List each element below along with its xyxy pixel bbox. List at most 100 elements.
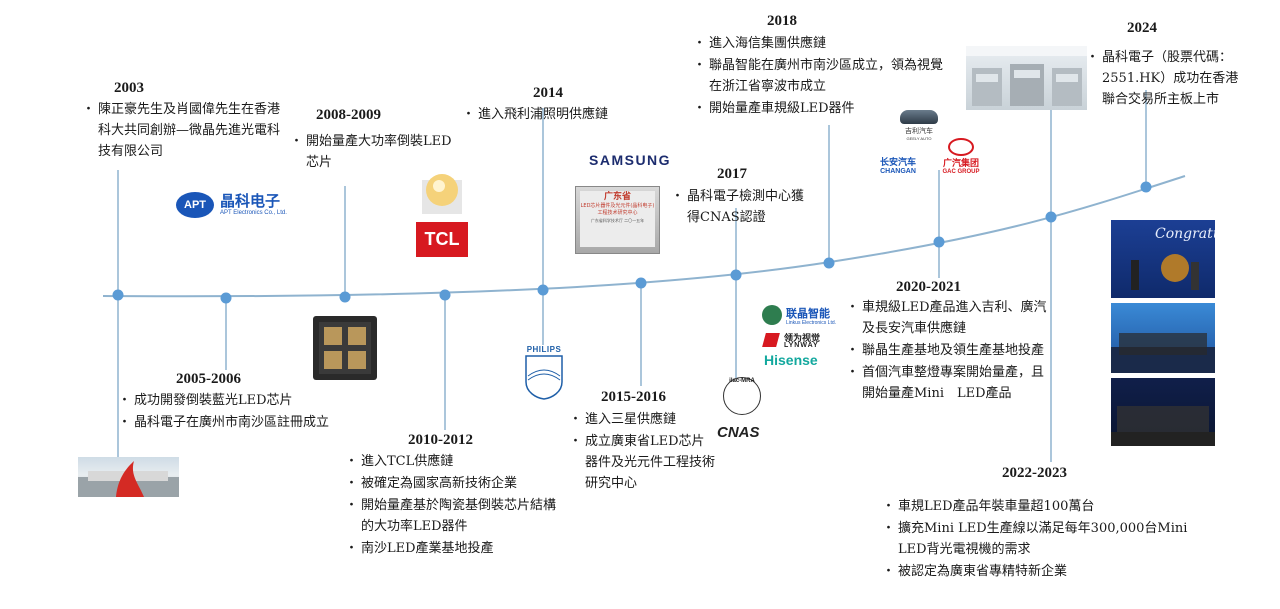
year-2015-2016: 2015-2016	[601, 389, 666, 405]
timeline-node	[439, 289, 451, 301]
event-item: 成功開發倒裝藍光LED芯片	[118, 390, 360, 411]
lianjing-globe-icon	[762, 305, 782, 325]
research-center-plaque: 广东省 LED芯片器件及光元件(晶科电子)工程技术研究中心 广东省科学技术厅 二…	[575, 186, 660, 254]
events-2008-2009: 開始量產大功率倒裝LED芯片	[290, 131, 460, 174]
event-item: 聯晶生產基地及領生產基地投產	[846, 340, 1054, 361]
led-chip-image	[313, 316, 377, 380]
lynway-logo: 领为视觉 LYNWAY	[762, 331, 834, 353]
events-2024: 晶科電子（股票代碼：2551.HK）成功在香港聯合交易所主板上市	[1086, 47, 1250, 111]
year-2018: 2018	[767, 13, 797, 29]
event-item: 進入TCL供應鏈	[345, 451, 565, 472]
timeline-node	[823, 257, 835, 269]
tcl-logo: TCL	[416, 222, 468, 257]
event-item: 開始量產車規級LED器件	[693, 98, 953, 119]
year-2003: 2003	[114, 80, 144, 96]
timeline-node	[635, 277, 647, 289]
events-2017: 晶科電子檢測中心獲得CNAS認證	[671, 186, 813, 229]
lianjing-name: 联晶智能	[786, 307, 830, 320]
event-item: 聯晶智能在廣州市南沙區成立，領為視覺在浙江省寧波市成立	[693, 55, 953, 97]
gac-name-cn: 广汽集团	[942, 159, 979, 169]
year-2024: 2024	[1127, 20, 1157, 36]
year-2017: 2017	[717, 166, 747, 182]
geely-logo: 吉利汽车 GEELY AUTO	[893, 110, 945, 150]
samsung-logo: SAMSUNG	[589, 152, 672, 168]
event-item: 首個汽車整燈專案開始量產，且開始量產Mini LED產品	[846, 362, 1054, 404]
hisense-logo: Hisense	[764, 352, 818, 368]
philips-shield-icon	[525, 355, 563, 400]
plaque-foot: 广东省科学技术厅 二〇一五年	[590, 218, 645, 223]
event-item: 陳正豪先生及肖國偉先生在香港科大共同創辦—微晶先進光電科技有限公司	[82, 99, 284, 162]
plaque-body: LED芯片器件及光元件(晶科电子)工程技术研究中心	[580, 203, 655, 216]
lianjing-logo: 联晶智能 Linkus Electronics Ltd.	[762, 305, 842, 327]
ipo-ceremony-photo-2	[1111, 303, 1215, 373]
event-item: 成立廣東省LED芯片器件及光元件工程技術研究中心	[569, 431, 717, 494]
timeline-node	[112, 289, 124, 301]
gac-name: GAC GROUP	[942, 169, 980, 175]
events-2015-2016: 進入三星供應鏈 成立廣東省LED芯片器件及光元件工程技術研究中心	[569, 409, 717, 495]
lianjing-subtitle: Linkus Electronics Ltd.	[786, 320, 837, 326]
apt-badge-icon: APT	[176, 192, 214, 218]
geely-name-cn: 吉利汽车	[905, 127, 933, 135]
campus-photo	[78, 457, 179, 497]
timeline-node	[537, 284, 549, 296]
event-item: 車規級LED產品進入吉利、廣汽及長安汽車供應鏈	[846, 297, 1054, 339]
events-2022-2023: 車規LED產品年裝車量超100萬台 擴充Mini LED生產線以滿足每年300,…	[882, 496, 1190, 583]
timeline-node	[1140, 181, 1152, 193]
factory-photo	[966, 46, 1087, 110]
timeline-node	[339, 291, 351, 303]
year-2022-2023: 2022-2023	[1002, 465, 1067, 481]
event-item: 被確定為國家高新技術企業	[345, 473, 565, 494]
changan-logo: 长安汽车 CHANGAN	[872, 155, 924, 175]
philips-wordmark: PHILIPS	[526, 345, 562, 354]
apt-logo: APT 晶科电子 APT Electronics Co., Ltd.	[176, 190, 296, 222]
changan-name: CHANGAN	[880, 168, 916, 175]
timeline-node	[933, 236, 945, 248]
events-2014: 進入飛利浦照明供應鏈	[462, 104, 664, 126]
changan-name-cn: 长安汽车	[879, 158, 916, 168]
philips-logo: PHILIPS	[522, 345, 566, 401]
geely-emblem-icon	[900, 110, 938, 124]
year-2020-2021: 2020-2021	[896, 279, 961, 295]
ilac-mra-icon: ilac-MRA	[723, 377, 761, 415]
event-item: 車規LED產品年裝車量超100萬台	[882, 496, 1190, 517]
timeline-node	[1045, 211, 1057, 223]
event-item: 開始量產基於陶瓷基倒裝芯片結構的大功率LED器件	[345, 495, 565, 537]
year-2008-2009: 2008-2009	[316, 107, 381, 123]
year-2005-2006: 2005-2006	[176, 371, 241, 387]
congrats-text: Congratu	[1155, 226, 1215, 242]
timeline-node	[220, 292, 232, 304]
event-item: 南沙LED產業基地投產	[345, 538, 565, 559]
event-item: 開始量產大功率倒裝LED芯片	[290, 131, 460, 173]
geely-name: GEELY AUTO	[906, 136, 932, 141]
apt-subtitle: APT Electronics Co., Ltd.	[220, 210, 287, 216]
event-item: 進入海信集團供應鏈	[693, 33, 953, 54]
gac-logo: 广汽集团 GAC GROUP	[936, 138, 986, 175]
timeline-curve	[102, 175, 1186, 298]
event-item: 被認定為廣東省專精特新企業	[882, 561, 1190, 582]
apt-name: 晶科电子	[220, 193, 281, 210]
event-item: 晶科電子檢測中心獲得CNAS認證	[671, 186, 813, 228]
year-2014: 2014	[533, 85, 563, 101]
plaque-title: 广东省	[603, 192, 631, 202]
events-2003: 陳正豪先生及肖國偉先生在香港科大共同創辦—微晶先進光電科技有限公司	[82, 99, 284, 163]
timeline-node	[730, 269, 742, 281]
events-2018: 進入海信集團供應鏈 聯晶智能在廣州市南沙區成立，領為視覺在浙江省寧波市成立 開始…	[693, 33, 953, 120]
event-item: 進入三星供應鏈	[569, 409, 717, 430]
lynway-name-cn: 领为视觉	[784, 334, 821, 344]
ipo-ceremony-photo-1: Congratu	[1111, 220, 1215, 298]
event-item: 晶科電子在廣州市南沙區註冊成立	[118, 412, 360, 433]
events-2010-2012: 進入TCL供應鏈 被確定為國家高新技術企業 開始量產基於陶瓷基倒裝芯片結構的大功…	[345, 451, 565, 560]
lynway-name: LYNWAY	[784, 342, 819, 349]
event-item: 進入飛利浦照明供應鏈	[462, 104, 664, 125]
event-item: 晶科電子（股票代碼：2551.HK）成功在香港聯合交易所主板上市	[1086, 47, 1250, 110]
led-lens-image	[419, 170, 465, 216]
cnas-logo: CNAS	[717, 424, 760, 441]
events-2005-2006: 成功開發倒裝藍光LED芯片 晶科電子在廣州市南沙區註冊成立	[118, 390, 360, 434]
ipo-ceremony-photo-3	[1111, 378, 1215, 446]
event-item: 擴充Mini LED生產線以滿足每年300,000台Mini LED背光電視機的…	[882, 518, 1190, 560]
year-2010-2012: 2010-2012	[408, 432, 473, 448]
lynway-mark-icon	[762, 333, 780, 347]
gac-emblem-icon	[948, 138, 974, 156]
events-2020-2021: 車規級LED產品進入吉利、廣汽及長安汽車供應鏈 聯晶生產基地及領生產基地投產 首…	[846, 297, 1054, 405]
